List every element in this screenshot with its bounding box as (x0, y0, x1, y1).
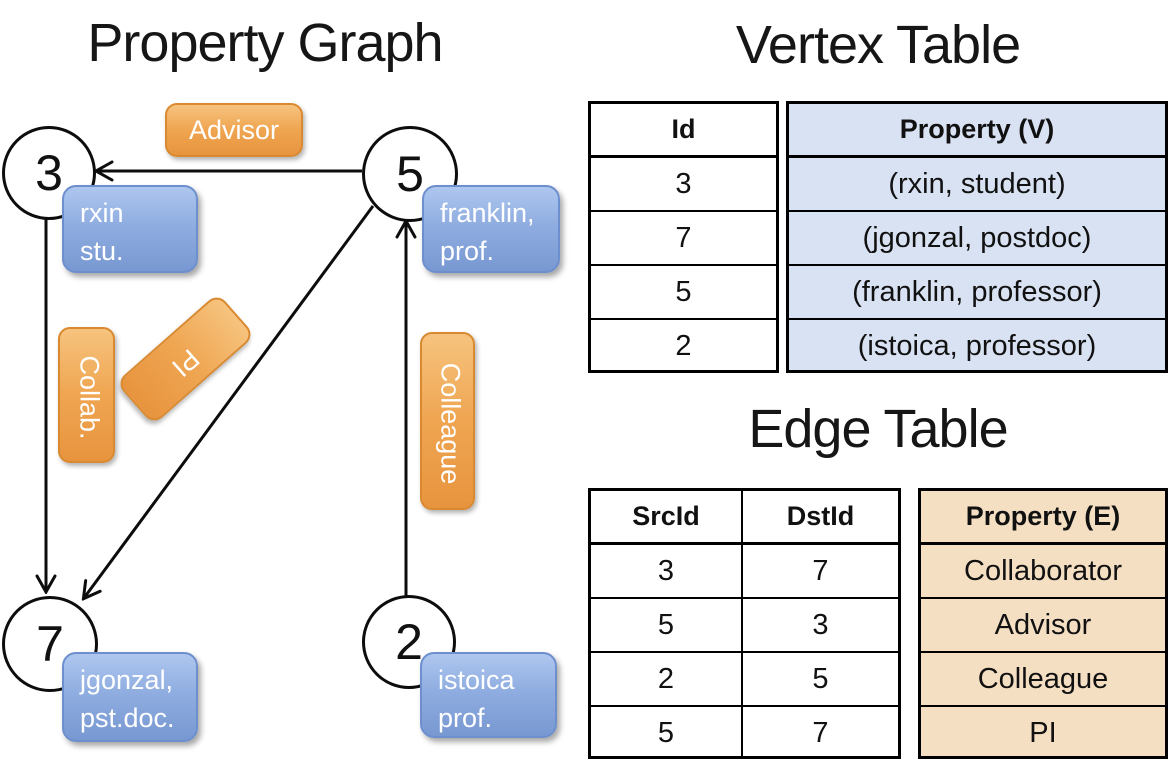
vertex-node-2-id: 2 (395, 614, 423, 670)
edge-table-title: Edge Table (748, 399, 1008, 459)
table-row: 7 (591, 212, 776, 266)
edge-table-src-column: SrcId 3 5 2 5 (591, 491, 741, 756)
edge-label-collab: Collab. (58, 327, 115, 463)
prop-line: franklin, (440, 198, 535, 228)
edge-table-property-header: Property (E) (921, 491, 1165, 545)
vertex-node-3-id: 3 (35, 145, 63, 201)
table-row: 7 (743, 545, 898, 599)
table-row: 2 (675, 329, 692, 362)
edge-5-7 (84, 205, 375, 598)
vertex-node-5-id: 5 (396, 146, 424, 202)
edge-label-text: Collab. (74, 354, 104, 440)
vertex-node-7-id: 7 (36, 616, 64, 672)
table-row: 5 (591, 599, 741, 653)
edge-table-property-column: Property (E) Collaborator Advisor Collea… (918, 488, 1168, 759)
table-row: 5 (743, 653, 898, 707)
edge-label-advisor: Advisor (165, 103, 303, 157)
vertex-table-id-header: Id (591, 104, 776, 158)
edge-label-text: Advisor (188, 114, 280, 145)
prop-line: jgonzal, (80, 665, 174, 695)
edge-label-colleague: Colleague (420, 332, 475, 510)
vertex-table-column-gap (779, 101, 786, 373)
prop-line: prof. (438, 703, 493, 734)
table-row: (jgonzal, postdoc) (789, 212, 1165, 266)
vertex-node-2: 2 (362, 595, 456, 689)
prop-line: prof. (440, 236, 495, 267)
table-row: 5 (657, 716, 675, 749)
vertex-table-title: Vertex Table (735, 15, 1021, 75)
table-row: PI (1029, 716, 1057, 749)
graph-edges (0, 0, 580, 760)
table-row: Colleague (921, 653, 1165, 707)
vertex-prop-box-rxin: rxin stu. (62, 185, 198, 273)
prop-line: stu. (80, 236, 124, 267)
table-row: 3 (743, 599, 898, 653)
vertex-prop-box-jgonzal: jgonzal, pst.doc. (62, 652, 198, 742)
table-row: Collaborator (921, 545, 1165, 599)
prop-line: pst.doc. (80, 703, 175, 734)
vertex-prop-box-franklin: franklin, prof. (422, 185, 560, 273)
edge-table-column-gap (901, 488, 918, 759)
table-row: (franklin, professor) (789, 266, 1165, 320)
table-row: 5 (591, 266, 776, 320)
vertex-prop-box-istoica: istoica prof. (420, 652, 557, 738)
table-row: 3 (591, 158, 776, 212)
table-row: 2 (591, 653, 741, 707)
property-graph-title: Property Graph (87, 13, 443, 73)
edge-table-dst-column: DstId 7 3 5 7 (741, 491, 898, 756)
prop-line: istoica (438, 665, 515, 695)
edge-label-text: Colleague (435, 362, 465, 484)
table-row: (rxin, student) (789, 158, 1165, 212)
edge-table-id-columns: SrcId 3 5 2 5 DstId 7 3 5 7 (588, 488, 901, 759)
edge-table: SrcId 3 5 2 5 DstId 7 3 5 7 Property (E)… (588, 488, 1168, 759)
table-row: 3 (591, 545, 741, 599)
edge-table-dst-header: DstId (743, 491, 898, 545)
table-row: 7 (812, 716, 829, 749)
table-row: (istoica, professor) (857, 329, 1097, 362)
prop-line: rxin (80, 198, 124, 228)
vertex-table-property-header: Property (V) (789, 104, 1165, 158)
vertex-table-property-column: Property (V) (rxin, student) (jgonzal, p… (786, 101, 1168, 373)
vertex-table: Id 3 7 5 2 Property (V) (rxin, student) … (588, 101, 1168, 373)
edge-table-src-header: SrcId (591, 491, 741, 545)
vertex-table-id-column: Id 3 7 5 2 (588, 101, 779, 373)
table-row: Advisor (921, 599, 1165, 653)
